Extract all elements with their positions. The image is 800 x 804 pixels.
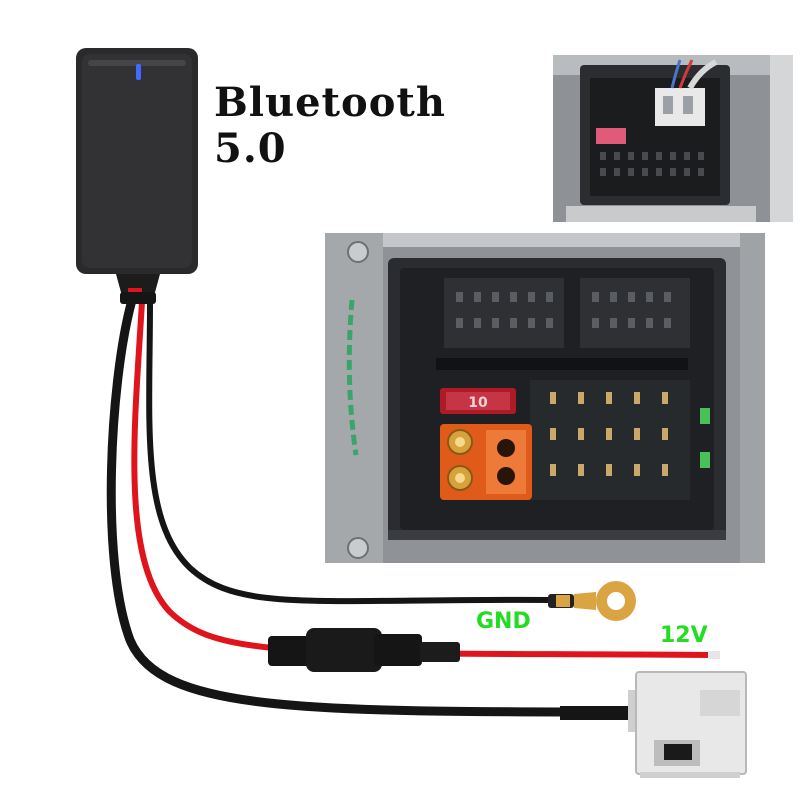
connector-photo-large: 10 (325, 233, 765, 563)
inline-fuse-holder (268, 628, 460, 672)
title-line-2: 5.0 (214, 125, 287, 172)
fuse-rating-label: 10 (468, 395, 488, 411)
led-indicator (136, 64, 141, 80)
ring-terminal (548, 581, 636, 621)
title-line-1: Bluetooth (214, 79, 446, 126)
white-plug-connector (560, 671, 747, 778)
bluetooth-module (76, 48, 198, 304)
v12-label: 12V (660, 623, 708, 648)
product-title: Bluetooth 5.0 (214, 80, 446, 172)
bare-wire-end (708, 651, 720, 659)
connector-photo-small (553, 55, 793, 222)
gnd-label: GND (476, 609, 531, 634)
